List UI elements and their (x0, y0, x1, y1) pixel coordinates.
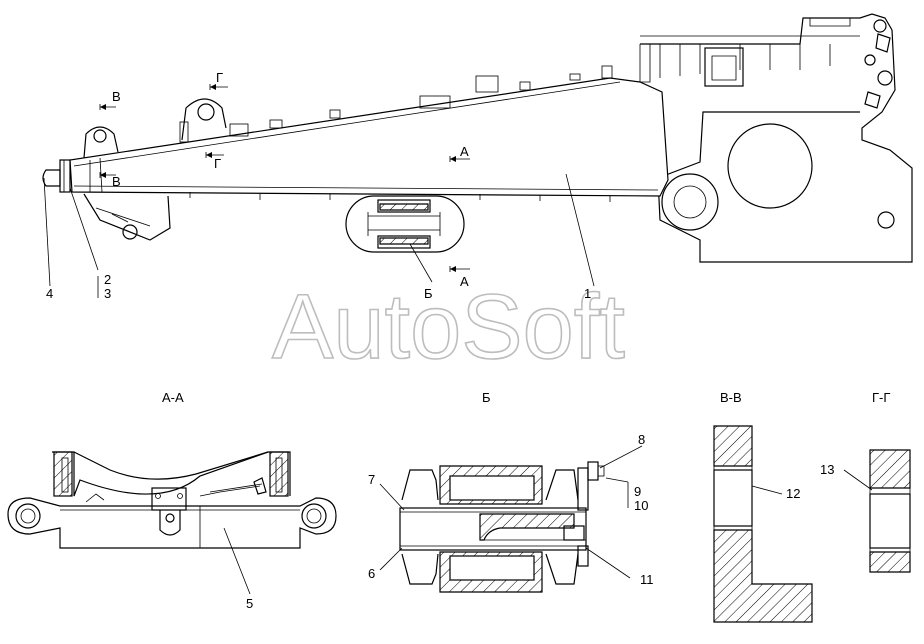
view-title-detail-b: Б (482, 390, 491, 405)
watermark: AutoSoft (272, 276, 625, 378)
boom-body (69, 65, 669, 202)
view-title-section-a: А-А (162, 390, 184, 405)
callout-12: 12 (786, 486, 800, 501)
section-mark-a-lower: А (460, 274, 469, 289)
section-mark-a-upper: А (460, 144, 469, 159)
callout-6: 6 (368, 566, 375, 581)
callout-2: 2 (104, 272, 111, 287)
callout-9: 9 (634, 484, 641, 499)
section-mark-g-lower: Г (214, 156, 221, 171)
detail-b-region (345, 195, 465, 253)
boom-head-end (42, 159, 171, 241)
callout-10: 10 (634, 498, 648, 513)
detail-b-callout: Б (424, 286, 433, 301)
boom-main-view (42, 13, 913, 298)
section-v-view: В-В 12 (713, 390, 813, 623)
callout-5: 5 (246, 596, 253, 611)
main-leaders (43, 173, 595, 298)
section-markers (99, 84, 470, 272)
callout-1: 1 (584, 286, 591, 301)
detail-b-view: Б 6 7 8 9 10 11 (368, 390, 654, 593)
callout-11: 11 (640, 572, 654, 587)
boom-rear-housing (639, 13, 913, 263)
callout-7: 7 (368, 472, 375, 487)
callout-8: 8 (638, 432, 645, 447)
section-mark-g-upper: Г (216, 70, 223, 85)
view-title-section-g: Г-Г (872, 390, 890, 405)
callout-4: 4 (46, 286, 53, 301)
callout-3: 3 (104, 286, 111, 301)
section-mark-v-lower: В (112, 174, 121, 189)
section-mark-v-upper: В (112, 89, 121, 104)
section-g-view: Г-Г 13 (820, 390, 911, 573)
callout-13: 13 (820, 462, 834, 477)
section-a-view: А-А 5 (7, 390, 337, 611)
view-title-section-v: В-В (720, 390, 742, 405)
